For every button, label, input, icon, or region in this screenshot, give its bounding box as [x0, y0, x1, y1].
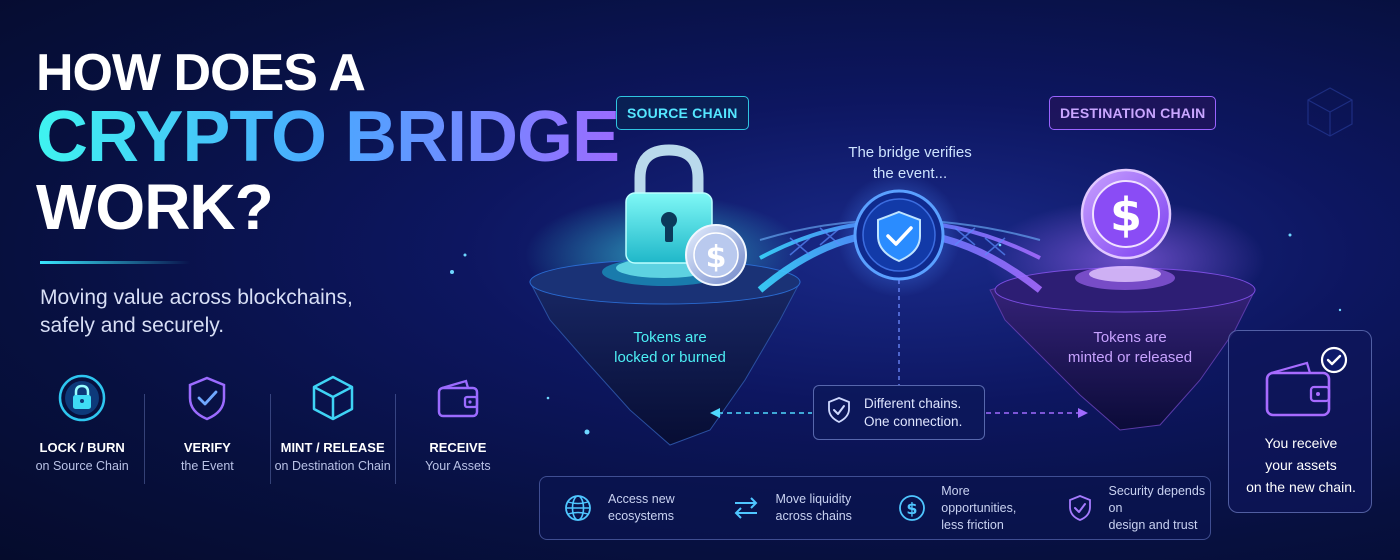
steps-row: LOCK / BURN on Source Chain VERIFY the E… — [20, 370, 520, 490]
step-subtitle: on Destination Chain — [274, 459, 391, 473]
connection-line-1: Different chains. — [864, 395, 962, 411]
destination-island: $ — [985, 168, 1265, 431]
benefit-line-1: Access new — [608, 492, 675, 506]
headline-line-3: WORK? — [36, 171, 274, 243]
source-caption-line-1: Tokens are — [633, 329, 707, 346]
benefit-text: Access new ecosystems — [608, 491, 675, 525]
lock-icon — [54, 370, 110, 426]
benefit-line-2: less friction — [941, 517, 1004, 532]
benefits-bar: Access new ecosystems Move liquidity acr… — [539, 476, 1211, 540]
shield-check-icon — [826, 396, 852, 429]
benefit-line-1: Move liquidity — [775, 492, 852, 506]
verify-caption: The bridge verifies the event... — [820, 142, 1000, 184]
destination-caption: Tokens are minted or released — [1045, 328, 1215, 368]
headline-line-1: HOW DOES A — [36, 44, 366, 102]
headline-underline — [40, 261, 190, 264]
destination-caption-line-1: Tokens are — [1093, 329, 1167, 346]
receive-card: You receive your assets on the new chain… — [1228, 330, 1372, 513]
divider — [269, 394, 271, 484]
benefit-item: Security depends on design and trust — [1043, 483, 1211, 534]
subtitle: Moving value across blockchains, safely … — [40, 286, 353, 337]
arrow-left-head — [710, 408, 720, 418]
shield-check-icon — [179, 370, 235, 426]
destination-caption-line-2: minted or released — [1067, 349, 1193, 366]
destination-chain-badge: DESTINATION CHAIN — [1049, 96, 1217, 130]
benefit-text: Move liquidity across chains — [776, 491, 852, 525]
wallet-icon — [430, 370, 486, 426]
source-chain-badge: SOURCE CHAIN — [616, 96, 749, 130]
divider — [144, 394, 146, 484]
cube-decoration — [1307, 87, 1353, 137]
step-verify: VERIFY the Event — [145, 370, 269, 490]
connection-line-2: One connection. — [864, 413, 963, 429]
step-title: MINT / RELEASE — [280, 440, 385, 455]
step-title: RECEIVE — [429, 440, 487, 455]
globe-icon — [562, 492, 594, 524]
verify-caption-line-2: the event... — [872, 165, 948, 182]
step-mint-release: MINT / RELEASE on Destination Chain — [271, 370, 395, 490]
benefit-line-2: design and trust — [1108, 517, 1198, 532]
headline-line-2: CRYPTO BRIDGE — [36, 97, 620, 177]
svg-text:$: $ — [907, 499, 918, 518]
receive-text: You receive your assets on the new chain… — [1229, 432, 1373, 498]
step-subtitle: the Event — [180, 459, 234, 473]
benefit-item: Access new ecosystems — [540, 491, 708, 525]
step-title: LOCK / BURN — [39, 440, 125, 455]
receive-line-2: your assets — [1265, 457, 1337, 473]
benefit-text: More opportunities, less friction — [941, 483, 1042, 534]
connection-text: Different chains. One connection. — [864, 395, 962, 431]
receive-line-3: on the new chain. — [1246, 479, 1356, 495]
benefit-item: $ More opportunities, less friction — [875, 483, 1043, 534]
benefit-line-1: Security depends on — [1108, 483, 1206, 515]
benefit-line-2: across chains — [775, 509, 852, 523]
shield-check-icon — [1065, 492, 1095, 524]
verify-caption-line-1: The bridge verifies — [848, 144, 972, 161]
coin-symbol-right: $ — [1110, 188, 1142, 242]
divider — [394, 394, 396, 484]
benefit-item: Move liquidity across chains — [708, 491, 876, 525]
receive-line-1: You receive — [1264, 435, 1338, 451]
dollar-circle-icon: $ — [897, 492, 927, 524]
step-subtitle: on Source Chain — [35, 459, 129, 473]
step-title: VERIFY — [183, 440, 231, 455]
wallet-check-icon — [1265, 346, 1348, 417]
arrow-right-head — [1078, 408, 1088, 418]
step-subtitle: Your Assets — [425, 459, 491, 473]
connection-box: Different chains. One connection. — [813, 385, 985, 440]
bridge — [757, 173, 1043, 297]
benefit-line-1: More opportunities, — [941, 483, 1017, 515]
benefit-line-2: ecosystems — [608, 509, 674, 523]
source-caption: Tokens are locked or burned — [600, 328, 740, 368]
cube-icon — [305, 370, 361, 426]
benefit-text: Security depends on design and trust — [1109, 483, 1211, 534]
coin-symbol-left: $ — [706, 240, 727, 275]
headline: HOW DOES A CRYPTO BRIDGE WORK? — [36, 44, 620, 243]
source-caption-line-2: locked or burned — [614, 349, 726, 366]
swap-arrows-icon — [730, 492, 762, 524]
step-receive: RECEIVE Your Assets — [396, 370, 520, 490]
source-island: $ — [525, 144, 805, 446]
step-lock-burn: LOCK / BURN on Source Chain — [20, 370, 144, 490]
